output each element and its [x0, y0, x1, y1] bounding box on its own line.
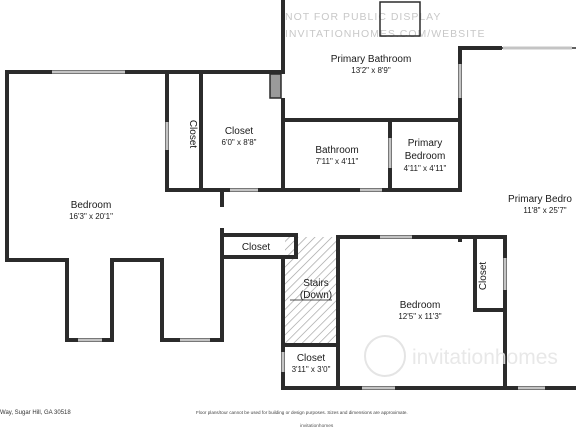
room-name-primary-bedroom-small-2: Bedroom — [405, 151, 446, 162]
watermark-line-2: INVITATIONHOMES.COM/WEBSITE — [285, 28, 485, 40]
room-dims-bathroom: 7'11" x 4'11" — [316, 157, 359, 166]
footer-logo: invitationhomes — [300, 424, 334, 429]
brand-logo-text: invitationhomes — [412, 346, 558, 369]
room-dims-primary-bedroom-small: 4'11" x 4'11" — [404, 164, 447, 173]
room-name-closet-hall: Closet — [242, 242, 271, 253]
room-labels: Primary Bathroom 13'2" x 8'9" Closet 6'0… — [69, 54, 572, 374]
room-dims-closet-a: 6'0" x 8'8" — [222, 138, 257, 147]
room-name-bathroom: Bathroom — [315, 145, 358, 156]
stairs-hatch — [285, 237, 338, 343]
watermark: NOT FOR PUBLIC DISPLAY INVITATIONHOMES.C… — [285, 11, 485, 40]
light-walls — [221, 1, 576, 257]
room-name-primary-bedroom: Primary Bedro — [508, 194, 572, 205]
room-name-closet-right: Closet — [478, 262, 489, 291]
footer-address: Way, Sugar Hill, GA 30518 — [0, 410, 71, 416]
windows — [52, 46, 572, 390]
room-name-primary-bathroom: Primary Bathroom — [331, 54, 412, 65]
room-dims-primary-bedroom: 11'8" x 25'7" — [523, 206, 566, 215]
room-name-bedroom-large: Bedroom — [71, 200, 112, 211]
room-name-bedroom-small: Bedroom — [400, 300, 441, 311]
watermark-line-1: NOT FOR PUBLIC DISPLAY — [285, 11, 441, 23]
room-name-stairs-2: (Down) — [300, 290, 332, 301]
room-name-primary-bedroom-small-1: Primary — [408, 138, 442, 149]
room-dims-primary-bathroom: 13'2" x 8'9" — [351, 66, 391, 75]
brand-logo-watermark: invitationhomes — [364, 335, 558, 377]
room-dims-bedroom-small: 12'5" x 11'3" — [398, 312, 441, 321]
room-name-closet-a: Closet — [225, 126, 254, 137]
room-name-stairs-1: Stairs — [303, 278, 329, 289]
room-name-closet-bottom: Closet — [297, 353, 326, 364]
room-dims-bedroom-large: 16'3" x 20'1" — [69, 212, 113, 221]
room-dims-closet-bottom: 3'11" x 3'0" — [292, 365, 331, 374]
footer-disclaimer: Floor plans/tour cannot be used for buil… — [196, 410, 408, 415]
room-name-closet-vertical: Closet — [187, 120, 198, 149]
